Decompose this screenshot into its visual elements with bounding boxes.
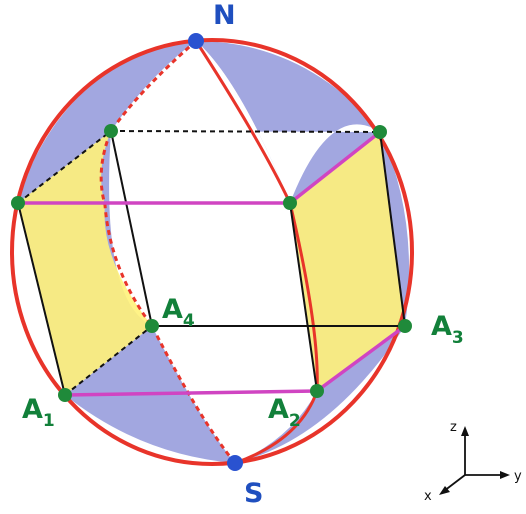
z-axis-label: z	[450, 420, 457, 435]
vertex-a4	[145, 319, 159, 333]
x-axis-arrow	[439, 486, 450, 495]
a1-label: A1	[22, 394, 55, 431]
a3-label: A3	[431, 311, 464, 348]
edge-a1-a4-dashed	[64, 325, 153, 396]
pink-edge-top-right	[288, 130, 382, 205]
a4-label: A4	[162, 294, 195, 331]
south-label: S	[244, 478, 263, 509]
meridian-front	[194, 40, 319, 465]
sphere-outline	[10, 38, 414, 466]
y-axis-label: y	[514, 469, 522, 484]
side-left-region	[18, 131, 152, 395]
north-label: N	[213, 0, 236, 31]
x-axis-line	[443, 474, 466, 492]
edge-front-right-vertical	[289, 202, 318, 392]
cap-top-left-region	[18, 41, 196, 203]
edge-right-vertical	[379, 131, 406, 327]
north-pole-point	[188, 33, 204, 49]
z-axis-arrow	[461, 426, 469, 436]
vertex-a3	[398, 319, 412, 333]
pink-edge-bottom-right	[315, 324, 407, 393]
edge-back-left-vertical	[110, 130, 153, 327]
meridian-back-dashed	[99, 39, 237, 464]
edge-top-left-dashed	[17, 130, 112, 204]
y-axis-arrow	[500, 471, 510, 479]
x-axis-label: x	[424, 489, 432, 504]
vertex-a1	[58, 388, 72, 402]
a2-label: A2	[268, 394, 301, 431]
vertex-a2	[310, 384, 324, 398]
pink-edge-bottom-front	[64, 389, 318, 397]
edge-left-vertical	[17, 202, 66, 396]
south-pole-point	[227, 455, 243, 471]
vertex-top-front-right	[283, 196, 297, 210]
vertex-top-front-left	[11, 196, 25, 210]
white-bottom-region	[152, 326, 317, 463]
vertex-top-back-left	[104, 124, 118, 138]
vertex-top-back-right	[373, 125, 387, 139]
axes-indicator: z y x	[424, 420, 522, 504]
cap-top-right-region	[196, 41, 380, 203]
